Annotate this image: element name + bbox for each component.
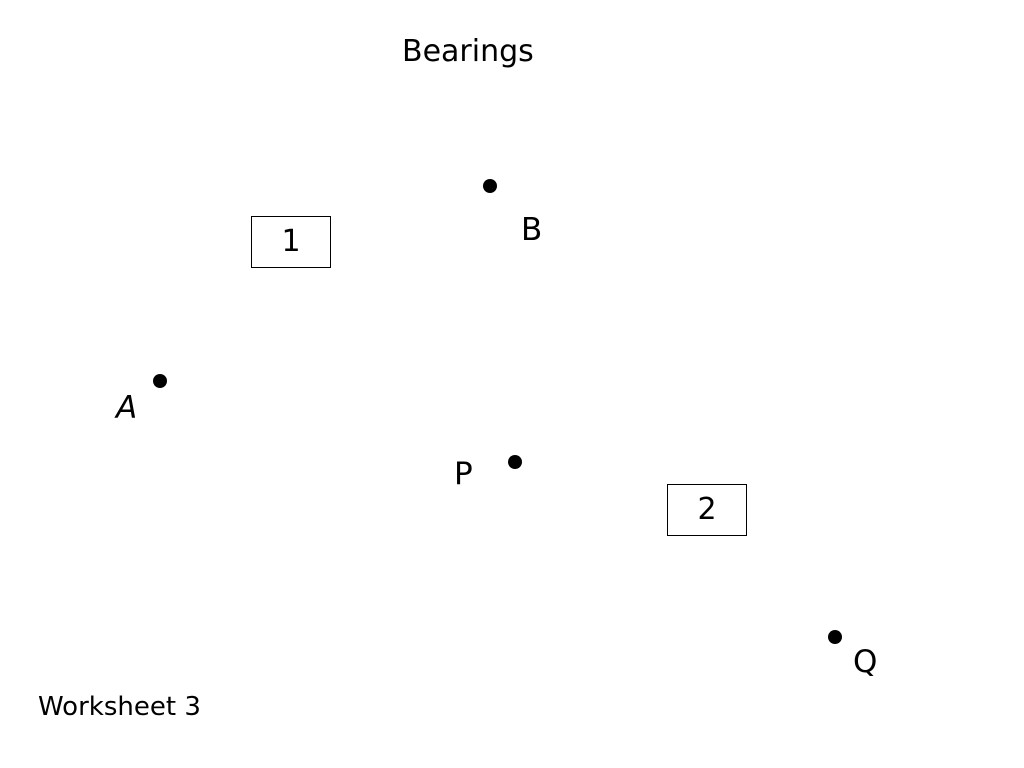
- point-q-label: Q: [853, 644, 878, 680]
- point-a-dot: [153, 374, 167, 388]
- page-title: Bearings: [402, 34, 534, 69]
- question-box-1: 1: [251, 216, 331, 268]
- worksheet-label: Worksheet 3: [38, 692, 201, 722]
- point-p-label: P: [454, 456, 473, 492]
- point-p-dot: [508, 455, 522, 469]
- point-a-label: A: [116, 390, 138, 426]
- point-b-label: B: [521, 212, 543, 248]
- question-box-2: 2: [667, 484, 747, 536]
- point-b-dot: [483, 179, 497, 193]
- point-q-dot: [828, 630, 842, 644]
